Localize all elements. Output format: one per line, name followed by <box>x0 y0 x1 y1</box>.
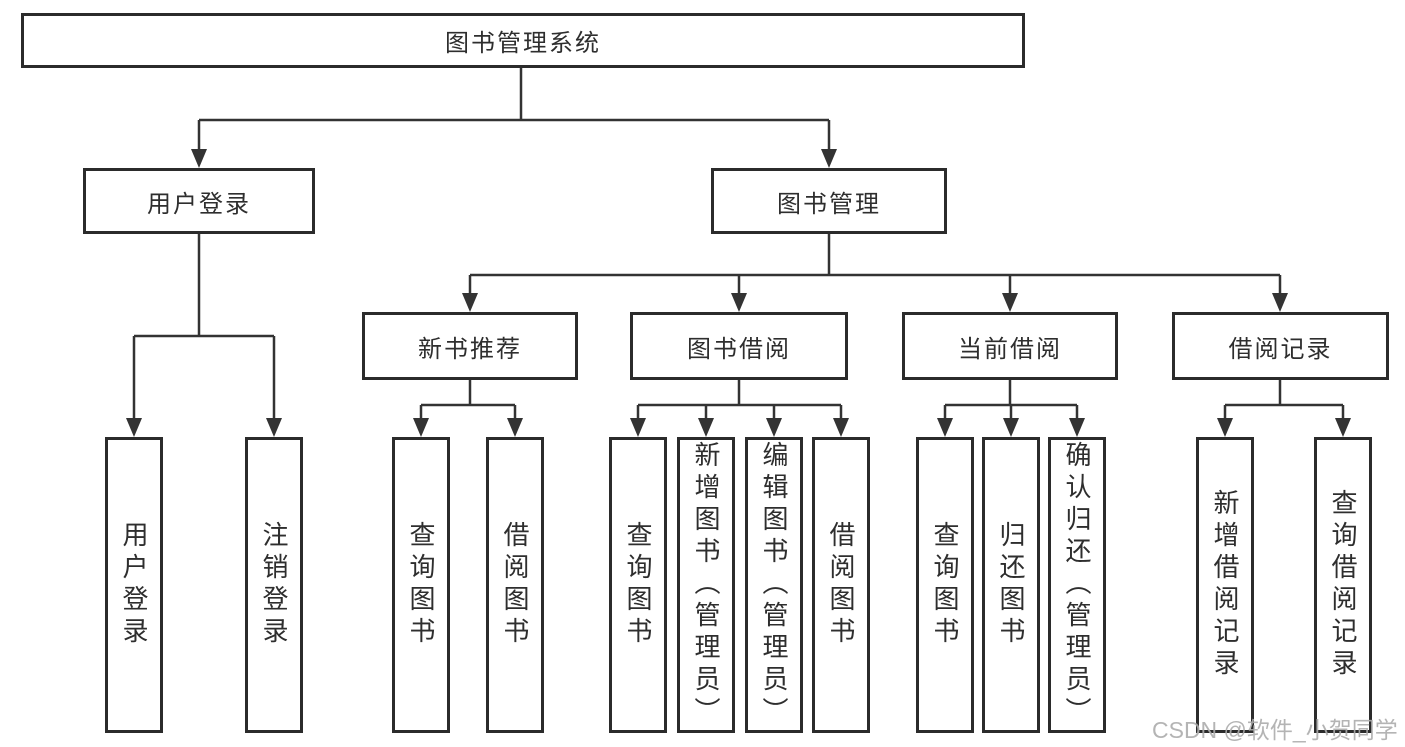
leaf-user-login: 用户登录 <box>105 437 163 733</box>
leaf-query-books-recommend: 查询图书 <box>392 437 450 733</box>
leaf-confirm-return-admin: 确认归还（管理员） <box>1048 437 1106 733</box>
leaf-query-borrow-record: 查询借阅记录 <box>1314 437 1372 733</box>
connector-borrowing <box>636 380 843 419</box>
connector-recommend <box>419 380 517 419</box>
connector-current <box>943 380 1079 419</box>
watermark: CSDN @软件_小贺同学 <box>1152 717 1398 743</box>
node-user-login: 用户登录 <box>83 168 315 234</box>
leaf-edit-books-admin: 编辑图书（管理员） <box>745 437 803 733</box>
leaf-return-books: 归还图书 <box>982 437 1040 733</box>
node-borrowing-records: 借阅记录 <box>1172 312 1389 380</box>
node-book-management: 图书管理 <box>711 168 947 234</box>
node-book-borrowing: 图书借阅 <box>630 312 848 380</box>
connector-records <box>1223 380 1345 419</box>
arrowheads <box>126 149 1351 437</box>
leaf-query-books-current: 查询图书 <box>916 437 974 733</box>
node-new-book-recommend: 新书推荐 <box>362 312 578 380</box>
leaf-add-books-admin: 新增图书（管理员） <box>677 437 735 733</box>
connector-login <box>132 234 276 419</box>
leaf-add-borrow-record: 新增借阅记录 <box>1196 437 1254 733</box>
connector-management <box>468 233 1282 294</box>
leaf-query-books-borrowing: 查询图书 <box>609 437 667 733</box>
node-current-borrowing: 当前借阅 <box>902 312 1118 380</box>
leaf-borrow-books-recommend: 借阅图书 <box>486 437 544 733</box>
leaf-borrow-books-borrowing: 借阅图书 <box>812 437 870 733</box>
node-root: 图书管理系统 <box>21 13 1025 68</box>
connector-root <box>197 68 831 150</box>
leaf-logout: 注销登录 <box>245 437 303 733</box>
